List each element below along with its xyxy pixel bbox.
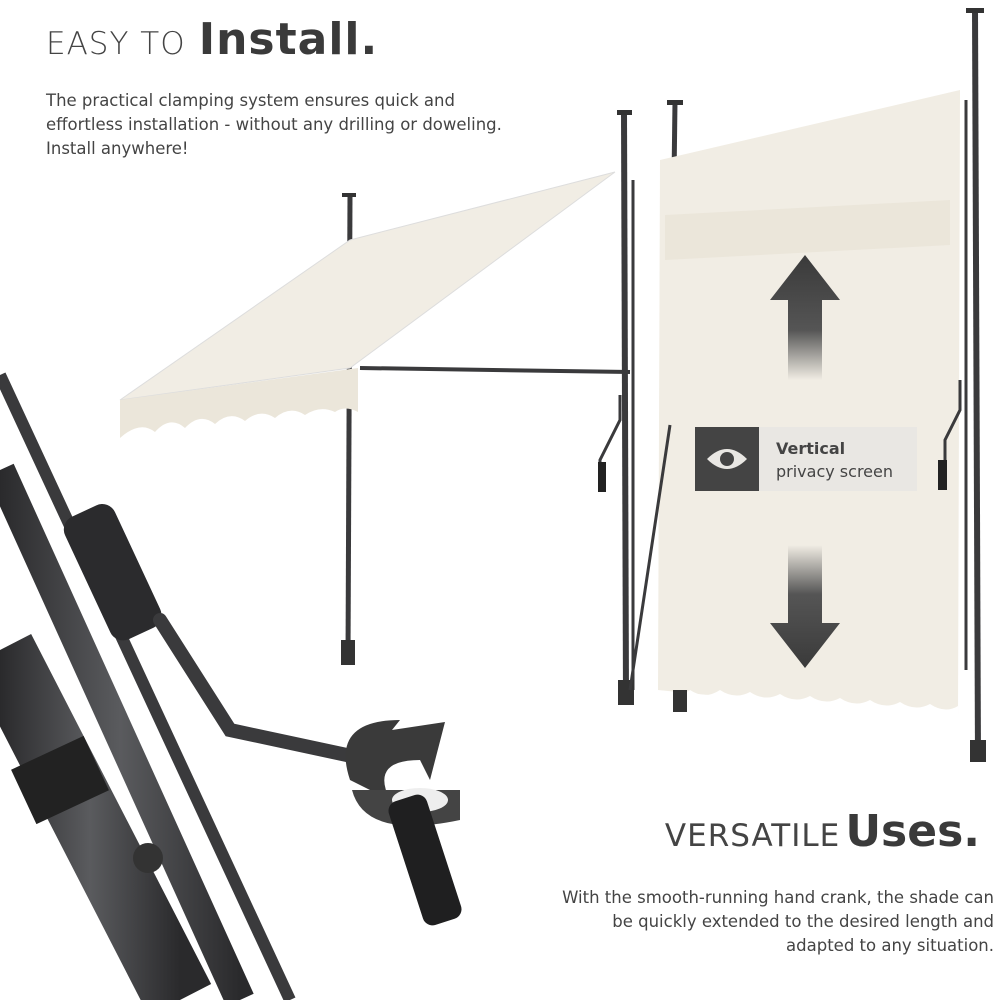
vertical-privacy-badge: Vertical privacy screen [695, 427, 917, 491]
badge-title: Vertical [776, 439, 846, 458]
awning-vertical [628, 8, 986, 762]
arrow-down-icon [770, 545, 840, 668]
install-heading-light: EASY TO [46, 26, 186, 62]
install-description: The practical clamping system ensures qu… [46, 91, 502, 158]
install-heading: EASY TO Install. [46, 14, 378, 65]
uses-heading-bold: Uses. [845, 806, 980, 857]
arrow-up-icon [770, 255, 840, 380]
rotate-arrow-icon [345, 720, 445, 800]
eye-icon [695, 427, 759, 491]
uses-heading-light: VERSATILE [664, 818, 841, 854]
awning-horizontal [119, 110, 635, 705]
uses-description: With the smooth-running hand crank, the … [562, 888, 994, 955]
badge-subtitle: privacy screen [776, 462, 893, 481]
uses-heading: VERSATILE Uses. [665, 806, 980, 857]
install-heading-bold: Install. [198, 14, 379, 65]
crank-closeup [0, 372, 462, 1000]
